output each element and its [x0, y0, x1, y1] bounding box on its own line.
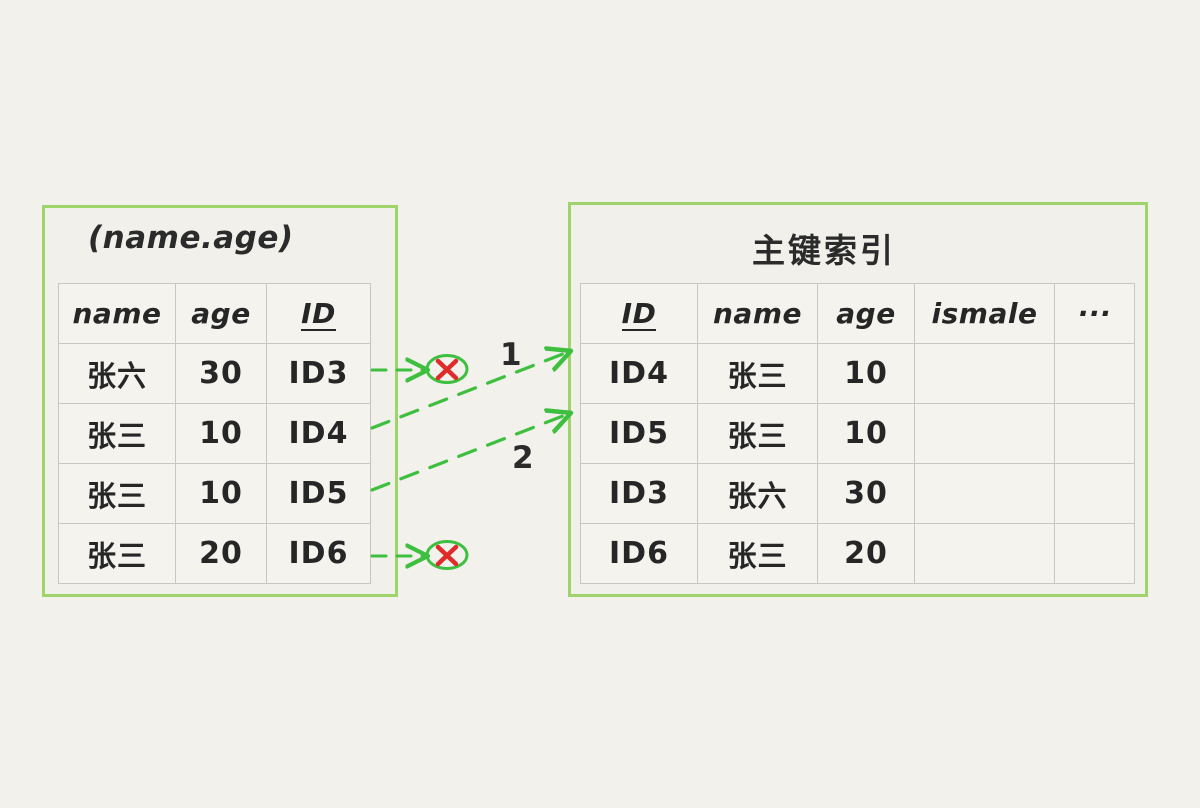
table-row: ID5 张三 10 [580, 403, 1135, 464]
table-row: ID4 张三 10 [580, 343, 1135, 404]
table-row: 张六 30 ID3 [58, 343, 371, 404]
table-row: 张三 10 ID5 [58, 463, 371, 524]
cell-name: 张三 [58, 403, 176, 464]
column-header-age: age [175, 283, 267, 344]
column-header-id: ID [580, 283, 698, 344]
cell-age: 30 [817, 463, 915, 524]
column-header-age: age [817, 283, 915, 344]
table-header-row: ID name age ismale ··· [580, 283, 1135, 344]
cell-age: 10 [175, 403, 267, 464]
cell-name: 张三 [697, 523, 818, 584]
cell-age: 30 [175, 343, 267, 404]
primary-key-index-table: ID name age ismale ··· ID4 张三 10 [580, 283, 1135, 584]
cell-name: 张三 [697, 403, 818, 464]
cell-age: 10 [817, 403, 915, 464]
cell-age: 20 [175, 523, 267, 584]
cell-age: 10 [817, 343, 915, 404]
header-text: ID [621, 296, 657, 331]
table-row: 张三 20 ID6 [58, 523, 371, 584]
table-row: 张三 10 ID4 [58, 403, 371, 464]
column-header-ismale: ismale [914, 283, 1055, 344]
table-row: ID6 张三 20 [580, 523, 1135, 584]
cell-id: ID3 [580, 463, 698, 524]
primary-key-index-title: 主键索引 [752, 231, 896, 270]
cell-id: ID5 [266, 463, 371, 524]
column-header-name: name [58, 283, 176, 344]
cell-id: ID6 [266, 523, 371, 584]
cell-name: 张三 [58, 463, 176, 524]
cell-name: 张三 [697, 343, 818, 404]
cell-name: 张三 [58, 523, 176, 584]
header-text: age [191, 297, 251, 330]
cell-ismale [914, 343, 1055, 404]
lookup-arrow-2 [370, 414, 568, 492]
header-text: name [72, 297, 162, 330]
secondary-index-table: name age ID 张六 30 ID3 张三 10 ID4 张三 [58, 283, 371, 584]
column-header-name: name [697, 283, 818, 344]
step-label-2: 2 [512, 440, 534, 476]
secondary-index-title: (name.age) [88, 220, 294, 256]
cell-id: ID4 [266, 403, 371, 464]
cell-age: 10 [175, 463, 267, 524]
cell-extra [1054, 343, 1135, 404]
header-text: ID [301, 296, 336, 331]
table-header-row: name age ID [58, 283, 371, 344]
cell-name: 张六 [58, 343, 176, 404]
cell-id: ID3 [266, 343, 371, 404]
step-label-1: 1 [500, 337, 522, 373]
column-header-ellipsis: ··· [1054, 283, 1135, 344]
cell-extra [1054, 523, 1135, 584]
header-text: ismale [931, 297, 1038, 330]
table-row: ID3 张六 30 [580, 463, 1135, 524]
column-header-id: ID [266, 283, 371, 344]
header-text: age [836, 297, 896, 330]
cell-name: 张六 [697, 463, 818, 524]
cell-ismale [914, 403, 1055, 464]
cell-ismale [914, 463, 1055, 524]
cell-id: ID6 [580, 523, 698, 584]
cell-age: 20 [817, 523, 915, 584]
cell-ismale [914, 523, 1055, 584]
cell-extra [1054, 403, 1135, 464]
header-text: name [713, 297, 802, 330]
cell-id: ID4 [580, 343, 698, 404]
cell-id: ID5 [580, 403, 698, 464]
lookup-arrow-1 [370, 352, 568, 430]
cell-extra [1054, 463, 1135, 524]
